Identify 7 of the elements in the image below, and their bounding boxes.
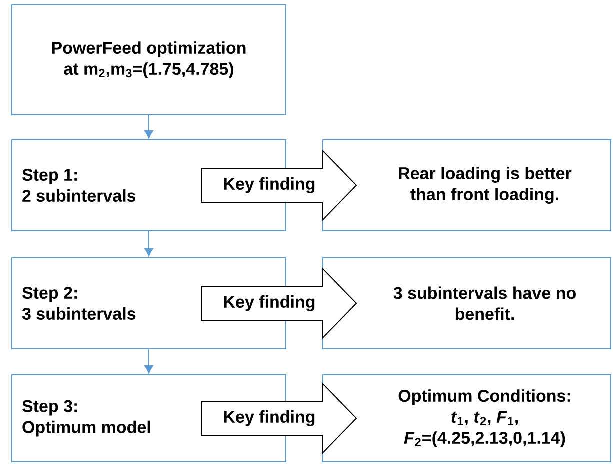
finding-box: 3 subintervals have no benefit. <box>322 258 612 350</box>
arrow <box>144 349 154 374</box>
finding-box: Rear loading is better than front loading. <box>322 140 612 232</box>
finding-box: Optimum Conditions: t$_{1}$, t$_{2}$, F$_{1}$, F$_{2}$=(4.25,2.13,0,1.14) <box>322 374 612 462</box>
arrow <box>144 115 154 139</box>
process-box: PowerFeed optimization at m$_{2}$,m$_{3}$=(1.75,4.785) <box>12 4 286 116</box>
arrow <box>144 231 154 257</box>
